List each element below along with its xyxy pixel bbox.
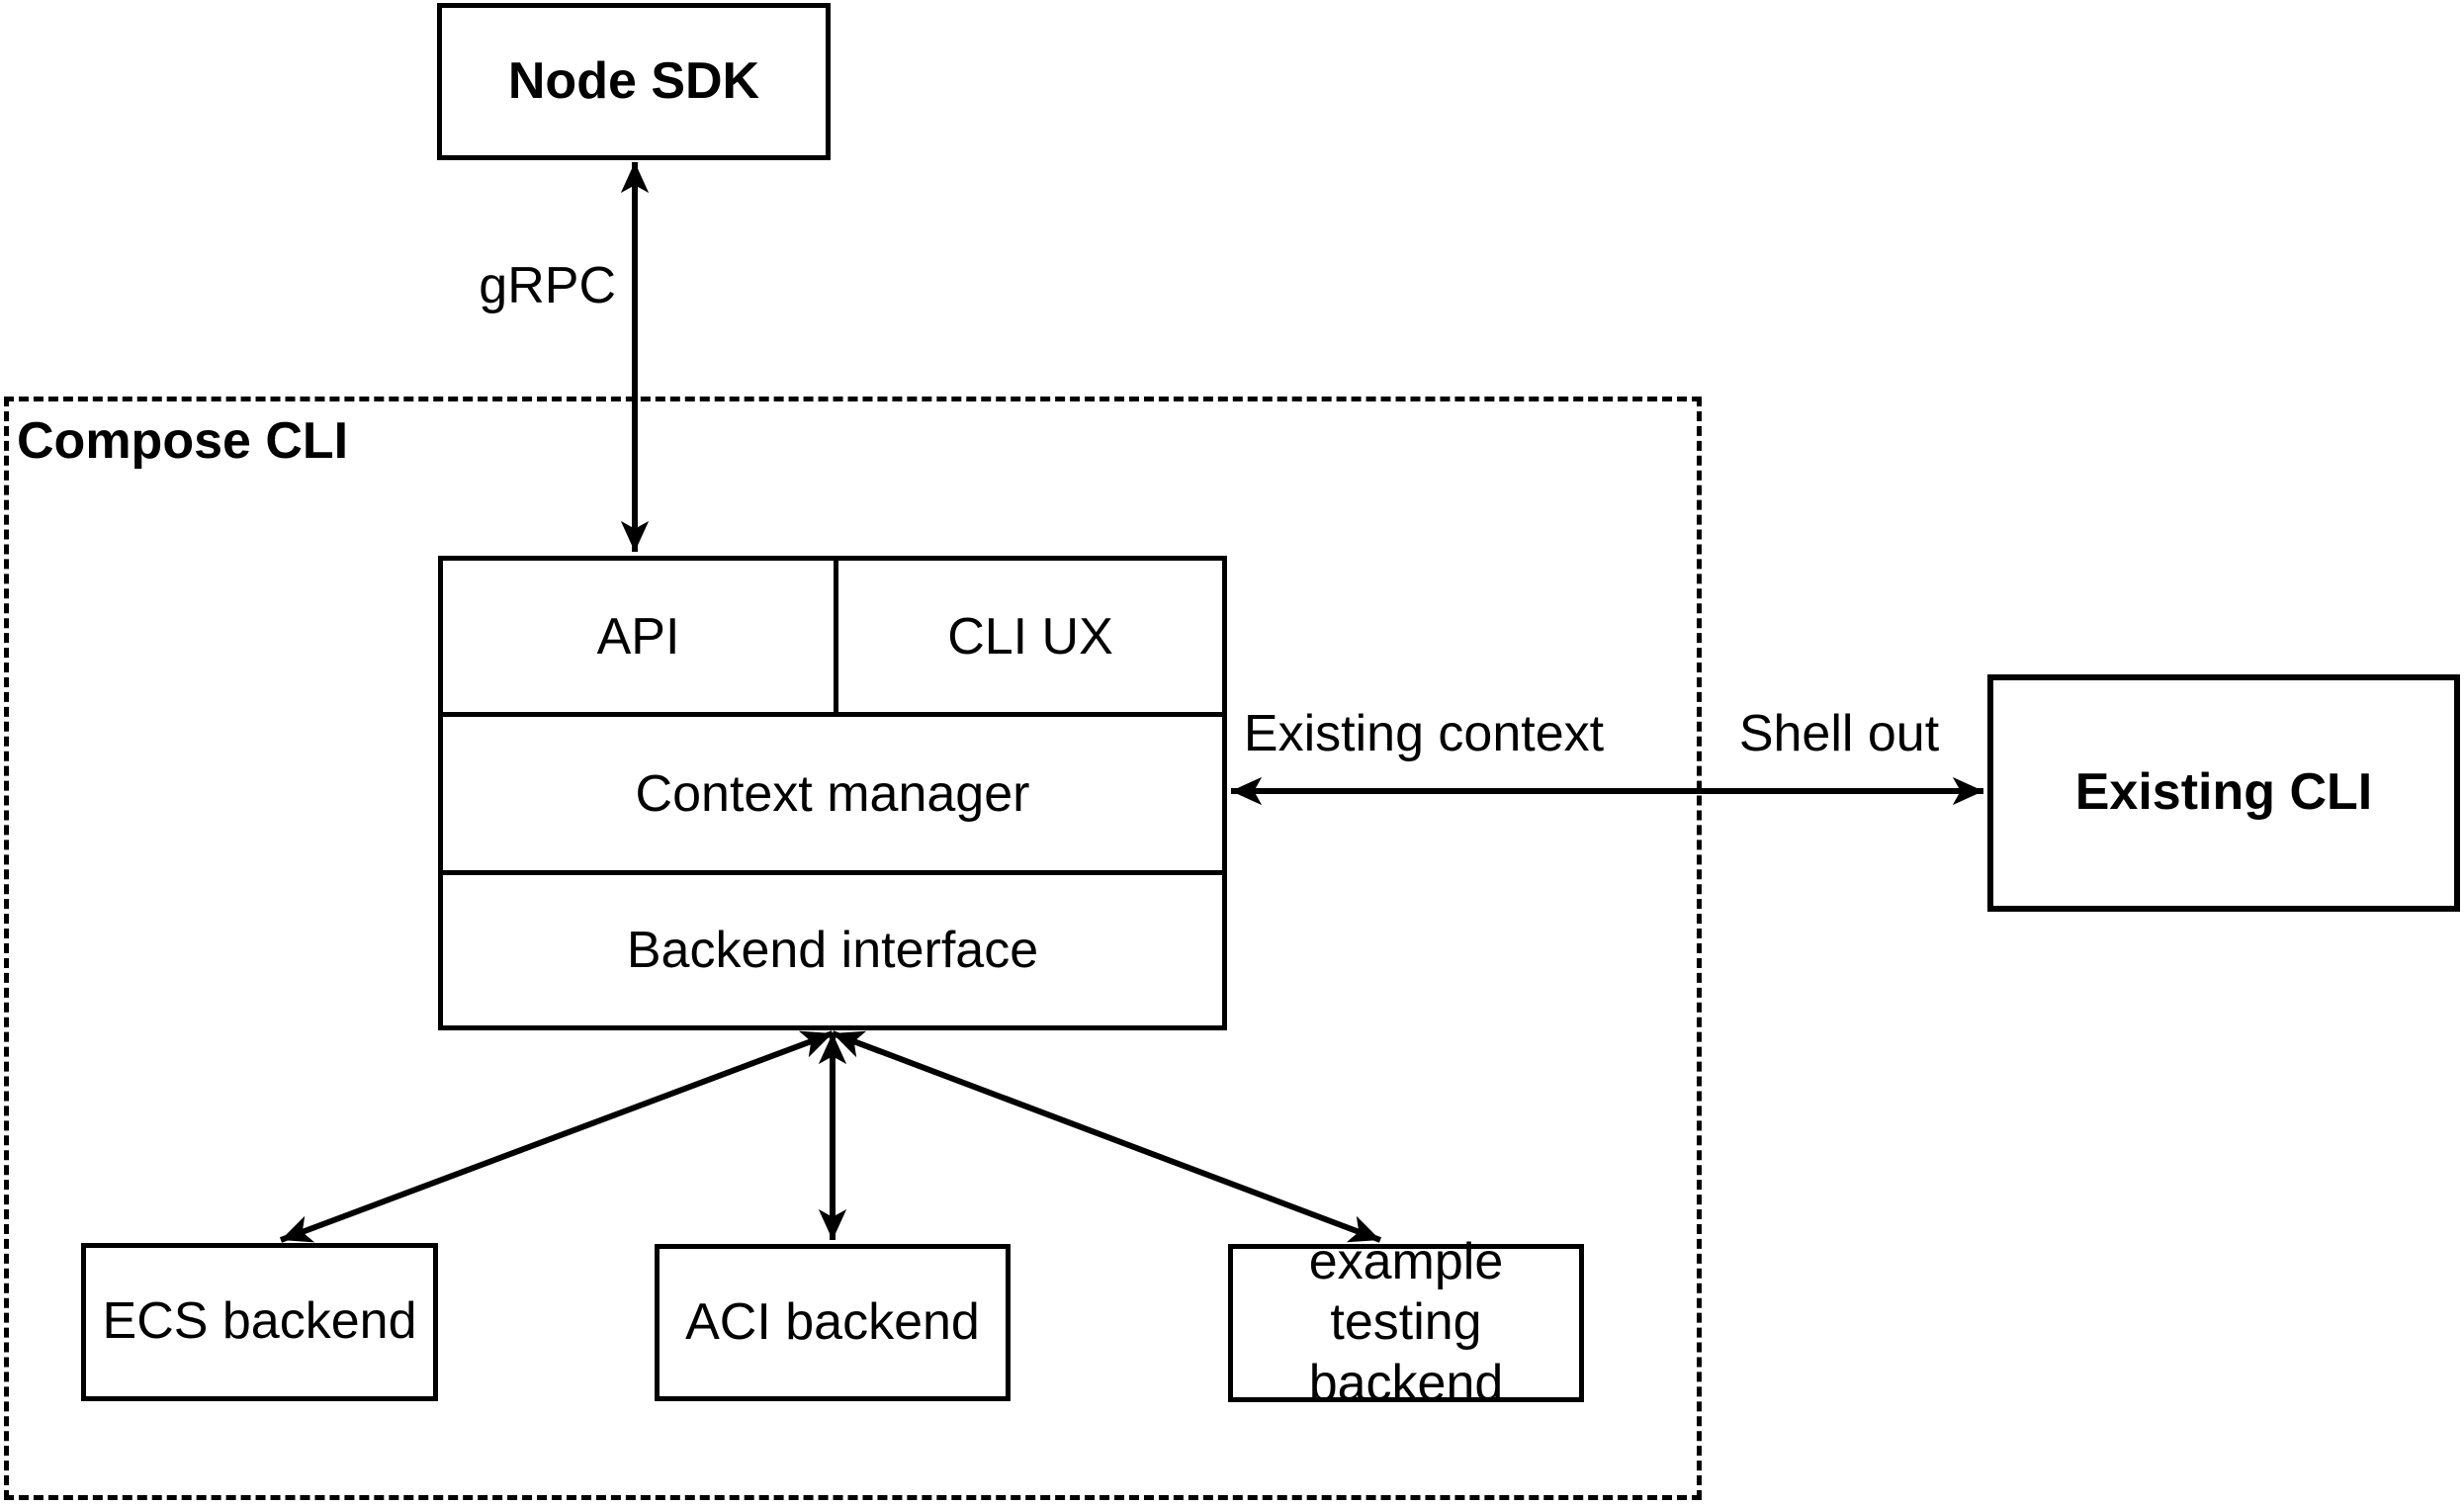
existing-cli-label: Existing CLI xyxy=(2074,763,2373,822)
cli-ux-cell: CLI UX xyxy=(834,561,1222,712)
shell-out-edge-label: Shell out xyxy=(1738,705,1940,762)
api-label: API xyxy=(596,607,680,665)
example-testing-backend-box: example testing backend xyxy=(1228,1233,1584,1412)
top-row: API CLI UX xyxy=(443,561,1222,712)
compose-cli-container: Compose CLI xyxy=(4,397,1702,1500)
backend-interface-cell: Backend interface xyxy=(443,870,1222,1025)
ecs-backend-label: ECS backend xyxy=(102,1292,417,1351)
node-sdk-box: Node SDK xyxy=(437,3,831,160)
cli-ux-label: CLI UX xyxy=(947,607,1113,665)
ecs-backend-box: ECS backend xyxy=(81,1243,438,1401)
existing-context-edge-label: Existing context xyxy=(1243,705,1605,762)
aci-backend-box: ACI backend xyxy=(655,1244,1011,1401)
aci-backend-label: ACI backend xyxy=(685,1292,980,1351)
context-manager-label: Context manager xyxy=(635,764,1030,823)
grpc-edge-label: gRPC xyxy=(479,257,616,314)
context-manager-cell: Context manager xyxy=(443,712,1222,870)
compose-cli-core-box: API CLI UX Context manager Backend inter… xyxy=(438,556,1227,1030)
node-sdk-label: Node SDK xyxy=(507,51,760,110)
api-cell: API xyxy=(443,561,834,712)
existing-cli-box: Existing CLI xyxy=(1987,674,2460,912)
backend-interface-label: Backend interface xyxy=(626,922,1039,979)
compose-cli-label: Compose CLI xyxy=(17,412,349,470)
example-testing-backend-label-line1: example testing xyxy=(1308,1232,1504,1352)
example-testing-backend-label-line2: backend xyxy=(1308,1354,1504,1412)
